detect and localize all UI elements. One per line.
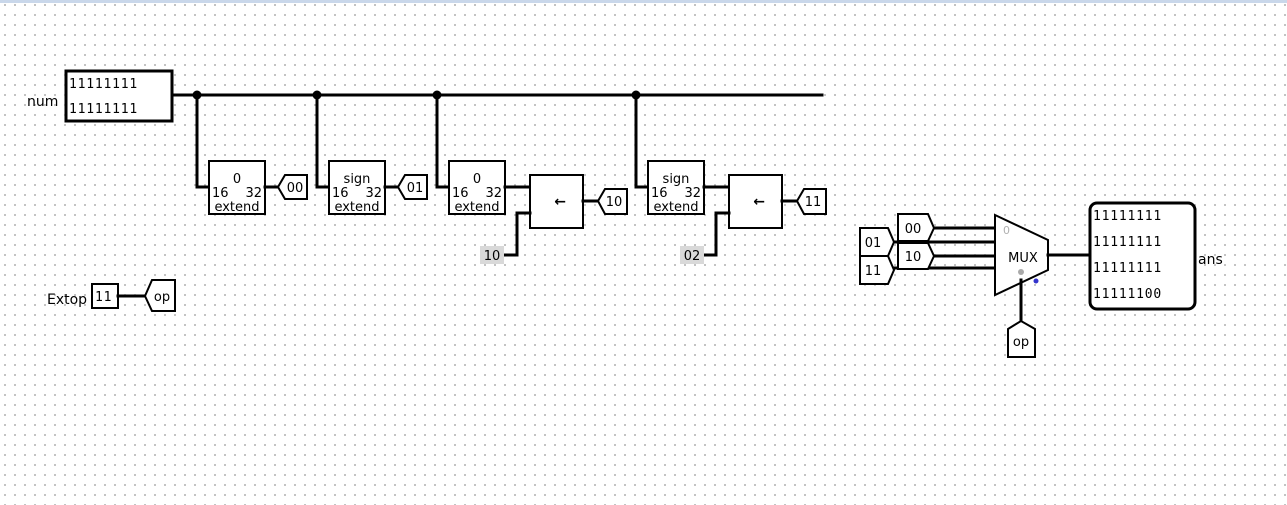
svg-text:02: 02 (684, 249, 701, 264)
shifter-2-arrow-icon: ← (753, 194, 765, 210)
extender-3-out-width: 32 (485, 186, 502, 201)
extop-value: 11 (95, 290, 112, 305)
tunnel-11-b[interactable]: 11 (859, 255, 896, 285)
svg-text:10: 10 (905, 250, 922, 265)
svg-text:10: 10 (606, 195, 623, 210)
mux-select-port (1018, 269, 1024, 275)
extender-3-caption: extend (454, 200, 499, 215)
svg-text:op: op (1013, 335, 1029, 350)
tunnel-10-b[interactable]: 10 (897, 242, 936, 270)
extender-4-caption: extend (653, 200, 698, 215)
extender-3-type: 0 (473, 172, 481, 187)
shifter-2[interactable]: ← (728, 174, 783, 229)
bit-extender-3[interactable]: 0 16 32 extend (448, 160, 506, 215)
mux-zero-mark: 0 (1003, 224, 1010, 237)
mux-label: MUX (1008, 251, 1038, 266)
extender-2-caption: extend (334, 200, 379, 215)
svg-text:00: 00 (905, 222, 922, 237)
constant-02[interactable]: 02 (680, 246, 704, 264)
extender-1-caption: extend (214, 200, 259, 215)
tunnel-01-a[interactable]: 01 (396, 174, 428, 200)
svg-text:00: 00 (287, 181, 304, 196)
main-bus (170, 90, 824, 189)
svg-text:01: 01 (407, 181, 424, 196)
output-pin-ans[interactable]: 11111111 11111111 11111111 11111100 ans (1088, 201, 1223, 311)
shifter-1-arrow-icon: ← (554, 194, 566, 210)
extop-label: Extop (47, 292, 87, 308)
svg-text:11: 11 (865, 264, 882, 279)
extender-1-type: 0 (233, 172, 241, 187)
shifter-1[interactable]: ← (529, 174, 584, 229)
ans-label: ans (1198, 252, 1223, 268)
svg-text:10: 10 (484, 249, 501, 264)
constant-10[interactable]: 10 (480, 246, 504, 264)
extender-2-in-width: 16 (332, 186, 349, 201)
tunnel-op-out[interactable]: op (143, 279, 176, 312)
bit-extender-1[interactable]: 0 16 32 extend (208, 160, 266, 215)
extender-4-type: sign (663, 172, 690, 187)
svg-text:op: op (154, 290, 170, 305)
extender-4-in-width: 16 (651, 186, 668, 201)
num-row-2: 11111111 (69, 102, 138, 117)
extender-1-out-width: 32 (245, 186, 262, 201)
tunnel-00-a[interactable]: 00 (276, 174, 308, 200)
tunnel-10-a[interactable]: 10 (596, 188, 628, 215)
num-row-1: 11111111 (69, 77, 138, 92)
tunnel-op-in[interactable]: op (1007, 319, 1036, 358)
extender-3-in-width: 16 (452, 186, 469, 201)
extender-1-in-width: 16 (212, 186, 229, 201)
tunnel-00-b[interactable]: 00 (897, 213, 936, 242)
tunnel-01-b[interactable]: 01 (859, 227, 896, 257)
num-label: num (27, 94, 58, 110)
bit-extender-4[interactable]: sign 16 32 extend (647, 160, 705, 215)
mux-enable-port (1033, 278, 1039, 284)
extender-2-type: sign (344, 172, 371, 187)
input-pin-extop[interactable]: Extop 11 (47, 283, 119, 309)
extender-2-out-width: 32 (365, 186, 382, 201)
bus-junction-4 (631, 90, 641, 100)
ans-row-3: 11111111 (1093, 261, 1162, 276)
extender-4-out-width: 32 (684, 186, 701, 201)
svg-text:11: 11 (805, 195, 822, 210)
ans-row-2: 11111111 (1093, 235, 1162, 250)
bus-junction-2 (312, 90, 322, 100)
svg-text:01: 01 (865, 236, 882, 251)
bus-junction-3 (432, 90, 442, 100)
bit-extender-2[interactable]: sign 16 32 extend (328, 160, 386, 215)
ans-row-1: 11111111 (1093, 209, 1162, 224)
multiplexer[interactable]: 0 MUX (994, 213, 1049, 297)
tunnel-11-a[interactable]: 11 (795, 188, 827, 215)
ans-row-4: 11111100 (1093, 287, 1162, 302)
bus-junction-1 (192, 90, 202, 100)
input-pin-num[interactable]: num 11111111 11111111 (27, 69, 174, 123)
canvas-top-border (0, 0, 1287, 3)
